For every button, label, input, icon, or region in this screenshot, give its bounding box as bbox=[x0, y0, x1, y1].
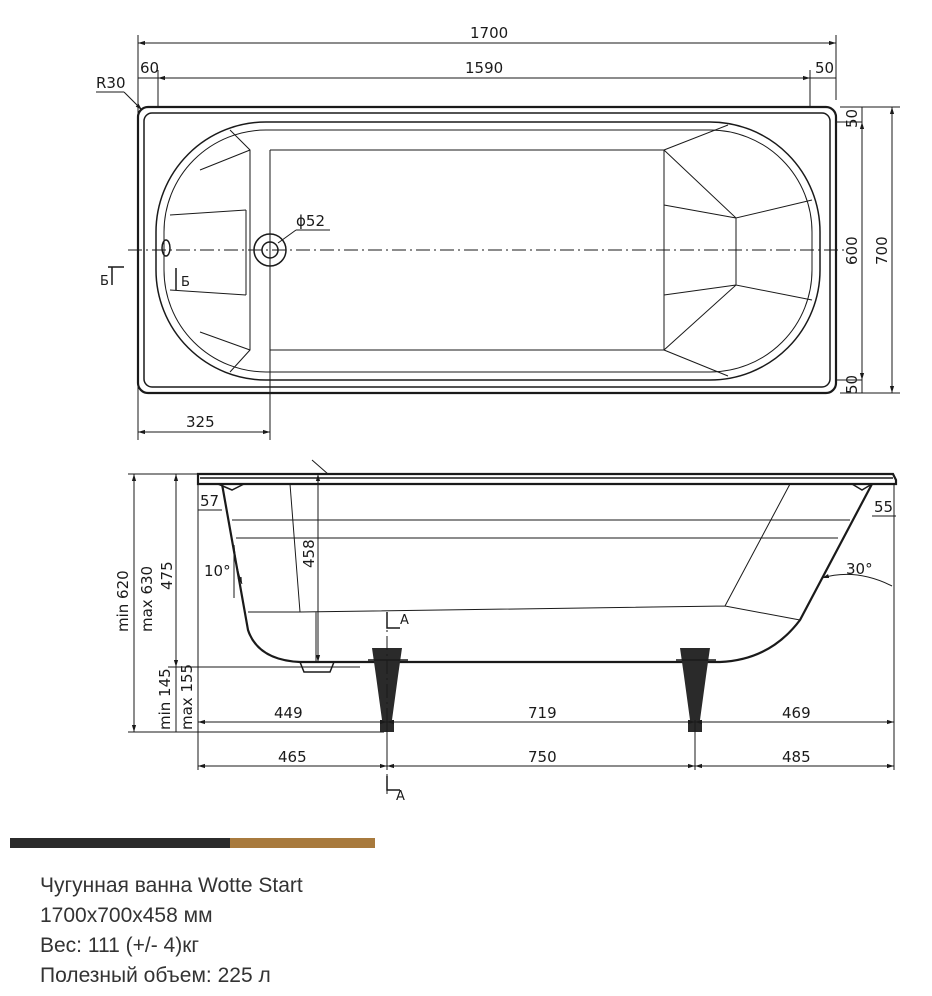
section-left-label: Б bbox=[100, 274, 109, 289]
bath-height-label: 475 bbox=[158, 561, 176, 590]
rim-hook-left bbox=[217, 483, 245, 491]
tub-inner-basin-edge bbox=[163, 129, 813, 373]
angle-right-label: 30° bbox=[846, 560, 873, 578]
inner-width-label: 600 bbox=[843, 236, 861, 265]
top-rim-label: 50 bbox=[843, 109, 861, 128]
depth-leader bbox=[311, 459, 329, 475]
angle-right-arc bbox=[821, 573, 893, 587]
right-rim-label: 50 bbox=[815, 59, 834, 77]
drain-offset-label: 325 bbox=[186, 413, 215, 431]
drain-leader bbox=[277, 229, 297, 244]
total-height-max-label: max 630 bbox=[138, 566, 156, 632]
tub-inner-basin bbox=[155, 121, 821, 381]
section-a-top-label: A bbox=[400, 613, 409, 628]
product-dimensions: 1700x700x458 мм bbox=[40, 904, 213, 927]
feet-right-label: 469 bbox=[782, 704, 811, 722]
total-height-min-label: min 620 bbox=[114, 570, 132, 632]
tub-body-facets bbox=[248, 483, 801, 662]
feet-middle-label: 719 bbox=[528, 704, 557, 722]
side-extension-lines bbox=[836, 106, 900, 394]
rim-left-label: 57 bbox=[200, 492, 219, 510]
top-extension-lines bbox=[137, 35, 837, 440]
section-a-bottom-label: A bbox=[396, 789, 405, 804]
tub-rim-profile bbox=[196, 472, 898, 486]
side-extension-lines bbox=[128, 473, 895, 770]
tub-floor-edges bbox=[270, 149, 664, 351]
side-view: A A min 620 max 630 475 min 145 max 155 … bbox=[114, 459, 898, 804]
product-weight: Вес: 111 (+/- 4)кг bbox=[40, 934, 200, 957]
tub-body-profile bbox=[220, 483, 873, 664]
section-mark-left bbox=[108, 266, 124, 285]
drain-diameter-label: ϕ52 bbox=[296, 212, 325, 230]
foot-left bbox=[368, 648, 408, 732]
overflow-hole bbox=[161, 239, 171, 257]
overall-length-label: 1700 bbox=[470, 24, 508, 42]
base-middle-label: 750 bbox=[528, 748, 557, 766]
corner-radius-leader bbox=[123, 91, 143, 111]
top-view: ϕ52 1700 1590 60 50 R30 325 600 700 50 5… bbox=[96, 24, 900, 440]
rim-hook-right bbox=[851, 483, 873, 491]
foot-right bbox=[676, 648, 716, 732]
angle-left-label: 10° bbox=[204, 562, 231, 580]
tub-left-slope bbox=[169, 209, 247, 296]
section-a-bottom-mark bbox=[386, 776, 400, 791]
product-title: Чугунная ванна Wotte Start bbox=[40, 874, 303, 897]
depth-label: 458 bbox=[300, 539, 318, 568]
section-a-top-mark bbox=[386, 612, 400, 629]
rim-right-label: 55 bbox=[874, 498, 893, 516]
bottom-rim-label: 50 bbox=[843, 375, 861, 394]
overall-width-label: 700 bbox=[873, 236, 891, 265]
inner-length-label: 1590 bbox=[465, 59, 503, 77]
base-right-label: 485 bbox=[782, 748, 811, 766]
leg-max-label: max 155 bbox=[178, 664, 196, 730]
corner-radius-label: R30 bbox=[96, 74, 126, 92]
tub-body-bands bbox=[232, 519, 850, 539]
divider-bar-dark bbox=[10, 838, 230, 848]
tub-rim-line bbox=[143, 112, 831, 388]
base-left-label: 465 bbox=[278, 748, 307, 766]
leg-min-label: min 145 bbox=[156, 668, 174, 730]
product-volume: Полезный объем: 225 л bbox=[40, 964, 271, 987]
section-right-label: Б bbox=[181, 275, 190, 290]
left-rim-label: 60 bbox=[140, 59, 159, 77]
feet-left-label: 449 bbox=[274, 704, 303, 722]
bathtub-technical-drawing: ϕ52 1700 1590 60 50 R30 325 600 700 50 5… bbox=[96, 24, 900, 804]
tub-left-facets bbox=[199, 129, 251, 373]
divider-bar-gold bbox=[230, 838, 375, 848]
